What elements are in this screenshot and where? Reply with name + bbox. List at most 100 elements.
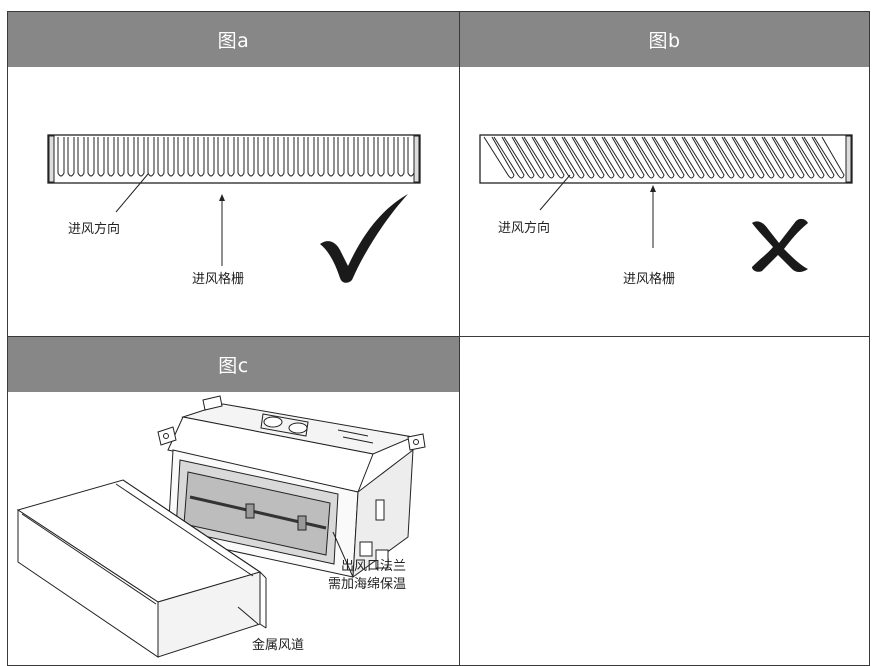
- grille-slat: [87, 137, 95, 177]
- cross-icon: [752, 218, 808, 272]
- grille-slat-angled: [533, 136, 565, 179]
- grille-slat-angled: [773, 136, 805, 179]
- grille-slat-angled: [483, 136, 515, 179]
- grille-slat-angled: [673, 136, 705, 179]
- grille-slat: [247, 137, 255, 177]
- panel-c: 图c: [7, 336, 460, 666]
- label-duct: 金属风道: [252, 638, 305, 653]
- grille-slat: [317, 137, 325, 177]
- grille-slat: [107, 137, 115, 177]
- flange-pointer: [332, 531, 354, 578]
- grille-slat: [157, 137, 165, 177]
- grille-slat-angled: [583, 136, 615, 179]
- grille-slat: [217, 137, 225, 177]
- grille-slat-angled: [593, 136, 625, 179]
- grille-slat: [387, 137, 395, 177]
- grille-slat: [257, 137, 265, 177]
- label-flange-line2: 需加海绵保温: [328, 577, 407, 592]
- grille-slat: [207, 137, 215, 177]
- grille-slat-angled: [753, 136, 785, 179]
- grille-slat-angled: [793, 136, 825, 179]
- grille-slat: [187, 137, 195, 177]
- label-flange-line1: 出风口法兰: [341, 559, 407, 574]
- grille-slat: [337, 137, 345, 177]
- grille-slat-angled: [683, 136, 715, 179]
- grille-slat-angled: [713, 136, 745, 179]
- grille-slat-angled: [763, 136, 795, 179]
- panel-d-empty: [459, 336, 870, 666]
- grille-slat-angled: [573, 136, 605, 179]
- grille-slat-angled: [543, 136, 575, 179]
- grille-slat: [297, 137, 305, 177]
- grille-slat: [287, 137, 295, 177]
- grille-slat-angled: [643, 136, 675, 179]
- grille-slat: [307, 137, 315, 177]
- grille-slat: [327, 137, 335, 177]
- label-grille-a: 进风格栅: [192, 272, 245, 287]
- check-icon: [320, 194, 408, 283]
- arrow-lines-b: [539, 174, 656, 248]
- indoor-unit: [157, 395, 426, 579]
- grille-slat: [167, 137, 175, 177]
- grille-slat-angled: [653, 136, 685, 179]
- grille-slat-angled: [783, 136, 815, 179]
- panel-a-title: 图a: [217, 30, 250, 52]
- panel-b-title: 图b: [648, 30, 681, 52]
- grille-slat: [177, 137, 185, 177]
- grille-slat: [117, 137, 125, 177]
- grille-slat-angled: [693, 136, 725, 179]
- grille-slat: [277, 137, 285, 177]
- panel-b-header: 图b: [460, 12, 869, 67]
- grille-slat-angled: [493, 136, 525, 179]
- grille-straight-diagram: [47, 134, 421, 184]
- panel-b: 图b 进风方向 进风格栅: [459, 11, 870, 337]
- grille-angled-diagram: [479, 134, 853, 184]
- grille-slat-angled: [513, 136, 545, 179]
- grille-slat-angled: [603, 136, 635, 179]
- grille-slat: [347, 137, 355, 177]
- grille-slat: [397, 137, 405, 177]
- arrow-lines-a: [115, 173, 225, 266]
- grille-slat-angled: [813, 136, 845, 179]
- grille-slat-angled: [803, 136, 835, 179]
- label-direction-a: 进风方向: [68, 222, 121, 237]
- grille-slat: [127, 137, 135, 177]
- grille-slat: [357, 137, 365, 177]
- grille-slat-angled: [503, 136, 535, 179]
- metal-duct: [16, 479, 267, 658]
- duct-pointer: [237, 606, 259, 625]
- grille-slat: [67, 137, 75, 177]
- grille-slat-angled: [733, 136, 765, 179]
- grille-slat-angled: [613, 136, 645, 179]
- panel-c-header: 图c: [8, 337, 459, 392]
- grille-slat-angled: [563, 136, 595, 179]
- panel-c-title: 图c: [218, 355, 249, 377]
- grille-slat-angled: [623, 136, 655, 179]
- grille-slat-angled: [523, 136, 555, 179]
- grille-slat: [197, 137, 205, 177]
- grille-slat: [57, 137, 65, 177]
- label-grille-b: 进风格栅: [623, 272, 676, 287]
- grille-slat: [367, 137, 375, 177]
- label-direction-b: 进风方向: [498, 221, 551, 236]
- grille-slat: [97, 137, 105, 177]
- grille-slat-angled: [723, 136, 755, 179]
- grille-slat: [237, 137, 245, 177]
- grille-slat: [147, 137, 155, 177]
- grille-slat: [377, 137, 385, 177]
- direction-pointer-a: [115, 173, 149, 213]
- grille-slat-angled: [703, 136, 735, 179]
- grille-slat-angled: [663, 136, 695, 179]
- direction-pointer-b: [539, 174, 571, 211]
- duct-unit-illustration: [16, 395, 426, 658]
- grille-slat-angled: [633, 136, 665, 179]
- grille-slat: [137, 137, 145, 177]
- panel-a-header: 图a: [8, 12, 459, 67]
- grille-slat-angled: [553, 136, 585, 179]
- grille-slat: [267, 137, 275, 177]
- grille-slat-angled: [743, 136, 775, 179]
- panel-a: 图a 进风方向 进风格栅: [7, 11, 460, 337]
- grille-slat: [77, 137, 85, 177]
- grille-slat: [227, 137, 235, 177]
